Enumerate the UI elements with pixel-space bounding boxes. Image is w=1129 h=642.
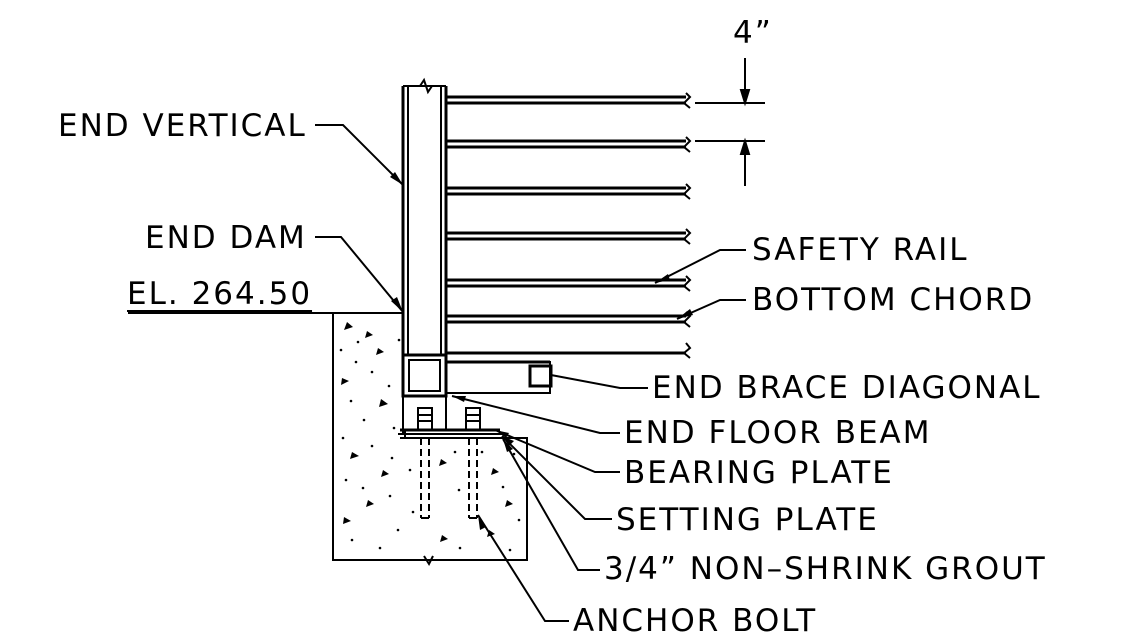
dimension-4-inch xyxy=(695,58,765,186)
end-brace-diagonal xyxy=(445,360,553,394)
leader-end-brace-diagonal xyxy=(550,374,648,389)
elevation-label: EL. 264.50 xyxy=(127,276,313,312)
leader-anchor-bolt xyxy=(477,514,569,622)
bearing-plates xyxy=(398,428,502,439)
leader-grout xyxy=(502,438,600,571)
dimension-label: 4” xyxy=(733,15,773,51)
leader-bearing-plate xyxy=(494,429,620,473)
concrete-abutment xyxy=(332,312,528,561)
leader-lines xyxy=(315,124,746,622)
end-vertical-member xyxy=(401,77,448,355)
leader-end-vertical xyxy=(315,124,404,186)
end-floor-beam-label: END FLOOR BEAM xyxy=(624,415,932,451)
end-floor-beam xyxy=(401,353,448,430)
leader-safety-rail xyxy=(654,249,746,284)
rail-break-marks xyxy=(682,92,692,359)
bearing-plate-label: BEARING PLATE xyxy=(624,455,894,491)
abutment-break-mark xyxy=(423,555,434,567)
end-dam-label: END DAM xyxy=(145,220,307,256)
bottom-chord-label: BOTTOM CHORD xyxy=(752,282,1035,318)
leader-end-dam xyxy=(315,236,404,313)
end-vertical-label: END VERTICAL xyxy=(58,108,307,144)
leader-arrowheads xyxy=(390,172,693,530)
setting-plate-label: SETTING PLATE xyxy=(616,502,879,538)
anchor-bolts xyxy=(417,407,481,519)
safety-rail-label: SAFETY RAIL xyxy=(752,232,969,268)
end-brace-diagonal-label: END BRACE DIAGONAL xyxy=(652,370,1042,406)
grout-label: 3/4” NON–SHRINK GROUT xyxy=(604,551,1047,587)
leader-end-floor-beam xyxy=(451,395,620,434)
leader-setting-plate xyxy=(501,435,612,520)
anchor-bolt-label: ANCHOR BOLT xyxy=(573,603,818,639)
safety-rails xyxy=(446,95,686,355)
